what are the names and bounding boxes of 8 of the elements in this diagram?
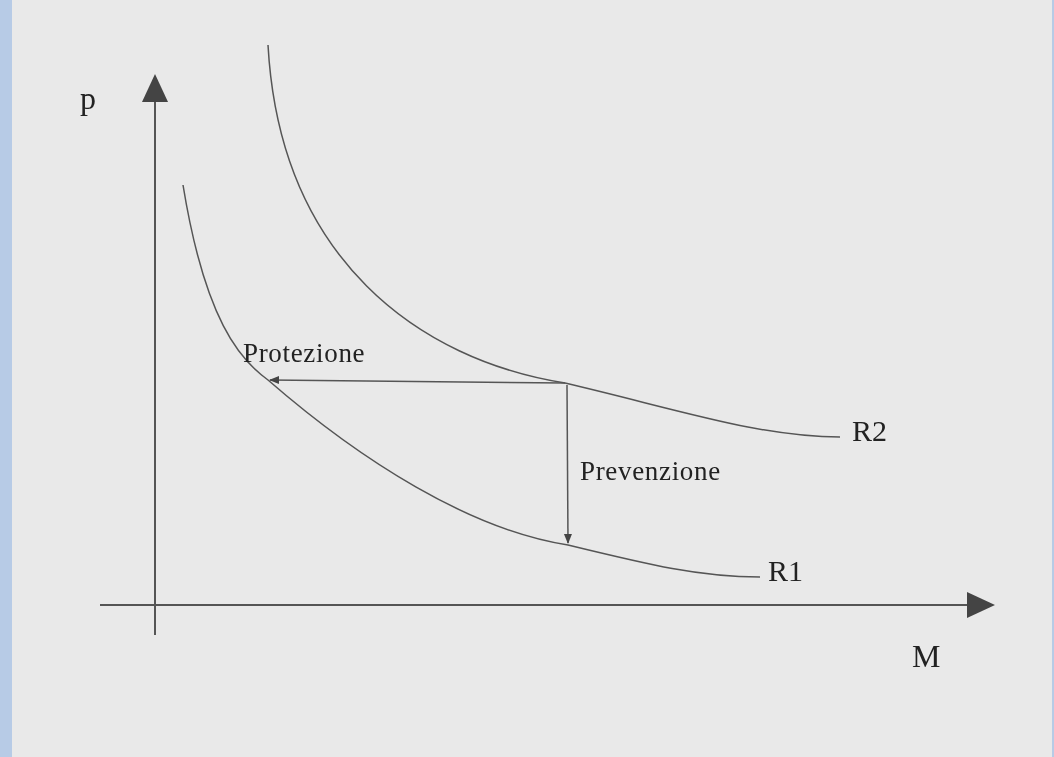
arrow bbox=[563, 384, 572, 544]
curve-label: R2 bbox=[852, 416, 887, 446]
axis-label: M bbox=[912, 640, 941, 672]
edge-label: Protezione bbox=[243, 340, 366, 367]
arrow bbox=[269, 376, 566, 385]
edge-label: Prevenzione bbox=[580, 458, 721, 485]
curve-label: R1 bbox=[768, 556, 803, 586]
axis-label: p bbox=[80, 82, 96, 114]
